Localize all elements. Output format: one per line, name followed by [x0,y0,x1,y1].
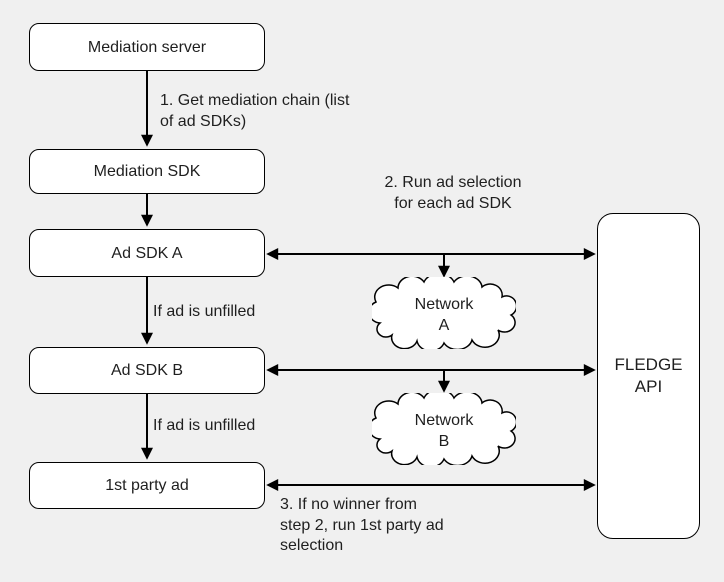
ad-sdk-b-node: Ad SDK B [29,347,265,394]
fledge-api-node: FLEDGE API [597,213,700,539]
mediation-sdk-node: Mediation SDK [29,149,265,194]
annotation-step2: 2. Run ad selection for each ad SDK [384,174,522,212]
network-b-cloud: Network B [372,393,516,465]
network-a-label: Network A [414,296,474,334]
cloud-shape [372,393,516,465]
annotation-step3: 3. If no winner from step 2, run 1st par… [280,496,444,554]
cloud-shape [372,277,516,349]
annotation-if-ad-unfilled-1: If ad is unfilled [153,303,256,320]
ad-sdk-a-node: Ad SDK A [29,229,265,277]
mediation-server-node: Mediation server [29,23,265,71]
network-a-cloud: Network A [372,277,516,349]
annotation-step1: 1. Get mediation chain (list of ad SDKs) [160,92,350,130]
first-party-ad-node: 1st party ad [29,462,265,509]
network-b-label: Network B [414,412,474,450]
annotation-if-ad-unfilled-2: If ad is unfilled [153,417,256,434]
